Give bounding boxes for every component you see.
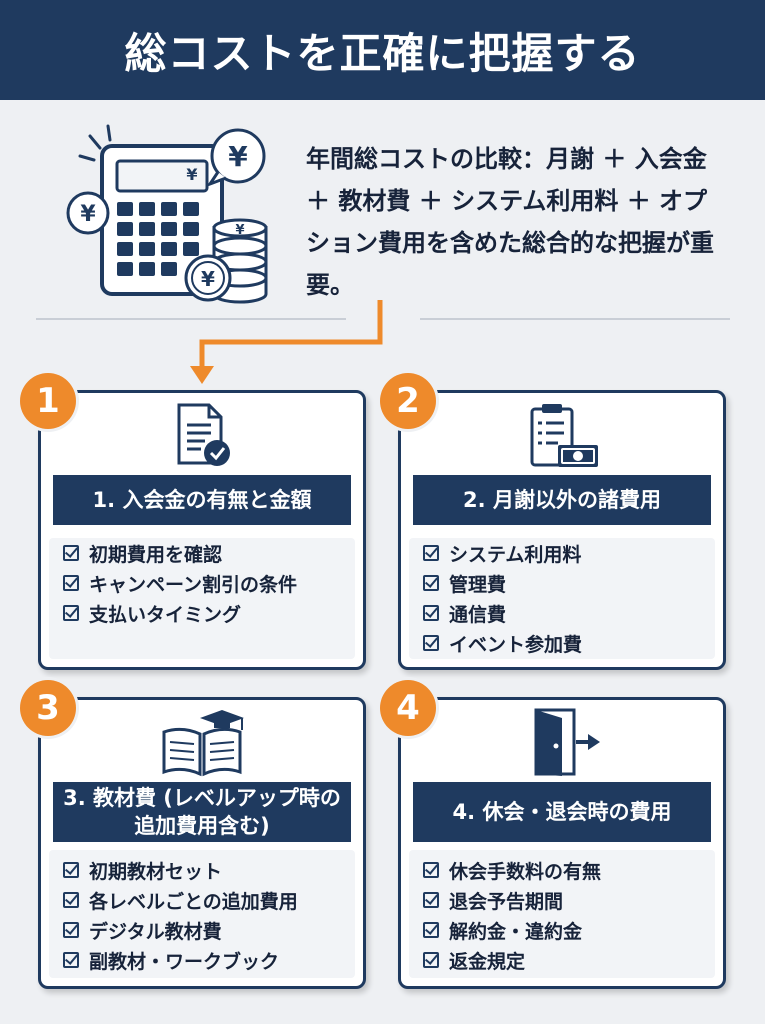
page-title: 総コストを正確に把握する bbox=[124, 28, 641, 78]
item-label: 初期費用を確認 bbox=[89, 543, 223, 566]
list-item: システム利用料 bbox=[423, 538, 711, 568]
item-label: 初期教材セット bbox=[89, 860, 223, 883]
list-item: 管理費 bbox=[423, 568, 711, 598]
list-item: 支払いタイミング bbox=[63, 598, 351, 628]
list-item: 副教材・ワークブック bbox=[63, 945, 351, 975]
checkbox-icon bbox=[63, 605, 79, 621]
item-label: 解約金・違約金 bbox=[449, 920, 583, 943]
card-panel bbox=[409, 538, 715, 659]
card-materials-fee: 3. 教材費 (レベルアップ時の追加費用含む) 初期教材セット 各レベルごとの追… bbox=[38, 697, 366, 989]
svg-text:¥: ¥ bbox=[201, 267, 215, 291]
item-label: 退会予告期間 bbox=[449, 890, 564, 913]
checkbox-icon bbox=[63, 892, 79, 908]
item-label: イベント参加費 bbox=[449, 633, 583, 656]
card-leave-fees: 4. 休会・退会時の費用 休会手数料の有無 退会予告期間 解約金・違約金 返金規… bbox=[398, 697, 726, 989]
checkbox-icon bbox=[423, 952, 439, 968]
item-label: システム利用料 bbox=[449, 543, 582, 566]
item-label: 支払いタイミング bbox=[89, 603, 242, 626]
checkbox-icon bbox=[63, 862, 79, 878]
item-label: 各レベルごとの追加費用 bbox=[89, 890, 298, 913]
checkbox-icon bbox=[63, 952, 79, 968]
list-item: 初期費用を確認 bbox=[63, 538, 351, 568]
card-title: 1. 入会金の有無と金額 bbox=[53, 475, 351, 525]
card-title: 3. 教材費 (レベルアップ時の追加費用含む) bbox=[53, 782, 351, 842]
checkbox-icon bbox=[423, 892, 439, 908]
list-item: 通信費 bbox=[423, 598, 711, 628]
svg-text:¥: ¥ bbox=[80, 202, 96, 227]
card-item-list: 初期教材セット 各レベルごとの追加費用 デジタル教材費 副教材・ワークブック bbox=[63, 855, 351, 975]
item-label: キャンペーン割引の条件 bbox=[89, 573, 298, 596]
list-item: 退会予告期間 bbox=[423, 885, 711, 915]
book-graduation-icon bbox=[162, 710, 244, 777]
card-item-list: システム利用料 管理費 通信費 イベント参加費 bbox=[423, 538, 711, 658]
document-check-icon bbox=[177, 403, 230, 466]
calculator-yen-icon: ¥ ¥ ¥ ¥ ¥ bbox=[66, 124, 268, 304]
clipboard-money-icon bbox=[530, 404, 598, 467]
card-panel bbox=[49, 538, 355, 659]
flow-arrow-icon bbox=[190, 300, 383, 384]
checkbox-icon bbox=[423, 922, 439, 938]
checkbox-icon bbox=[423, 862, 439, 878]
list-item: キャンペーン割引の条件 bbox=[63, 568, 351, 598]
list-item: 休会手数料の有無 bbox=[423, 855, 711, 885]
number-badge: 3 bbox=[20, 680, 76, 736]
card-title: 4. 休会・退会時の費用 bbox=[413, 782, 711, 842]
svg-text:¥: ¥ bbox=[235, 223, 244, 238]
card-panel bbox=[49, 850, 355, 978]
number-badge: 4 bbox=[380, 680, 436, 736]
door-exit-icon bbox=[534, 708, 600, 776]
number-badge: 1 bbox=[20, 373, 76, 429]
divider-left bbox=[36, 318, 346, 320]
divider-right bbox=[420, 318, 730, 320]
checkbox-icon bbox=[63, 575, 79, 591]
item-label: 返金規定 bbox=[449, 950, 526, 973]
checkbox-icon bbox=[423, 575, 439, 591]
card-title: 2. 月謝以外の諸費用 bbox=[413, 475, 711, 525]
checkbox-icon bbox=[423, 635, 439, 651]
checkbox-icon bbox=[63, 545, 79, 561]
checkbox-icon bbox=[63, 922, 79, 938]
card-item-list: 初期費用を確認 キャンペーン割引の条件 支払いタイミング bbox=[63, 538, 351, 628]
item-label: 通信費 bbox=[449, 603, 507, 626]
checkbox-icon bbox=[423, 605, 439, 621]
card-other-fees: 2. 月謝以外の諸費用 システム利用料 管理費 通信費 イベント参加費 bbox=[398, 390, 726, 670]
item-label: 副教材・ワークブック bbox=[89, 950, 280, 973]
item-label: デジタル教材費 bbox=[89, 920, 222, 943]
list-item: イベント参加費 bbox=[423, 628, 711, 658]
list-item: 解約金・違約金 bbox=[423, 915, 711, 945]
svg-text:¥: ¥ bbox=[228, 140, 248, 173]
card-entrance-fee: 1. 入会金の有無と金額 初期費用を確認 キャンペーン割引の条件 支払いタイミン… bbox=[38, 390, 366, 670]
card-item-list: 休会手数料の有無 退会予告期間 解約金・違約金 返金規定 bbox=[423, 855, 711, 975]
svg-text:¥: ¥ bbox=[186, 165, 197, 184]
intro-text: 年間総コストの比較：月謝 ＋ 入会金 ＋ 教材費 ＋ システム利用料 ＋ オプシ… bbox=[306, 145, 714, 299]
list-item: 初期教材セット bbox=[63, 855, 351, 885]
header-banner: 総コストを正確に把握する bbox=[0, 0, 765, 100]
checkbox-icon bbox=[423, 545, 439, 561]
item-label: 休会手数料の有無 bbox=[449, 860, 602, 883]
item-label: 管理費 bbox=[449, 573, 507, 596]
list-item: デジタル教材費 bbox=[63, 915, 351, 945]
card-panel bbox=[409, 850, 715, 978]
list-item: 各レベルごとの追加費用 bbox=[63, 885, 351, 915]
number-badge: 2 bbox=[380, 373, 436, 429]
list-item: 返金規定 bbox=[423, 945, 711, 975]
